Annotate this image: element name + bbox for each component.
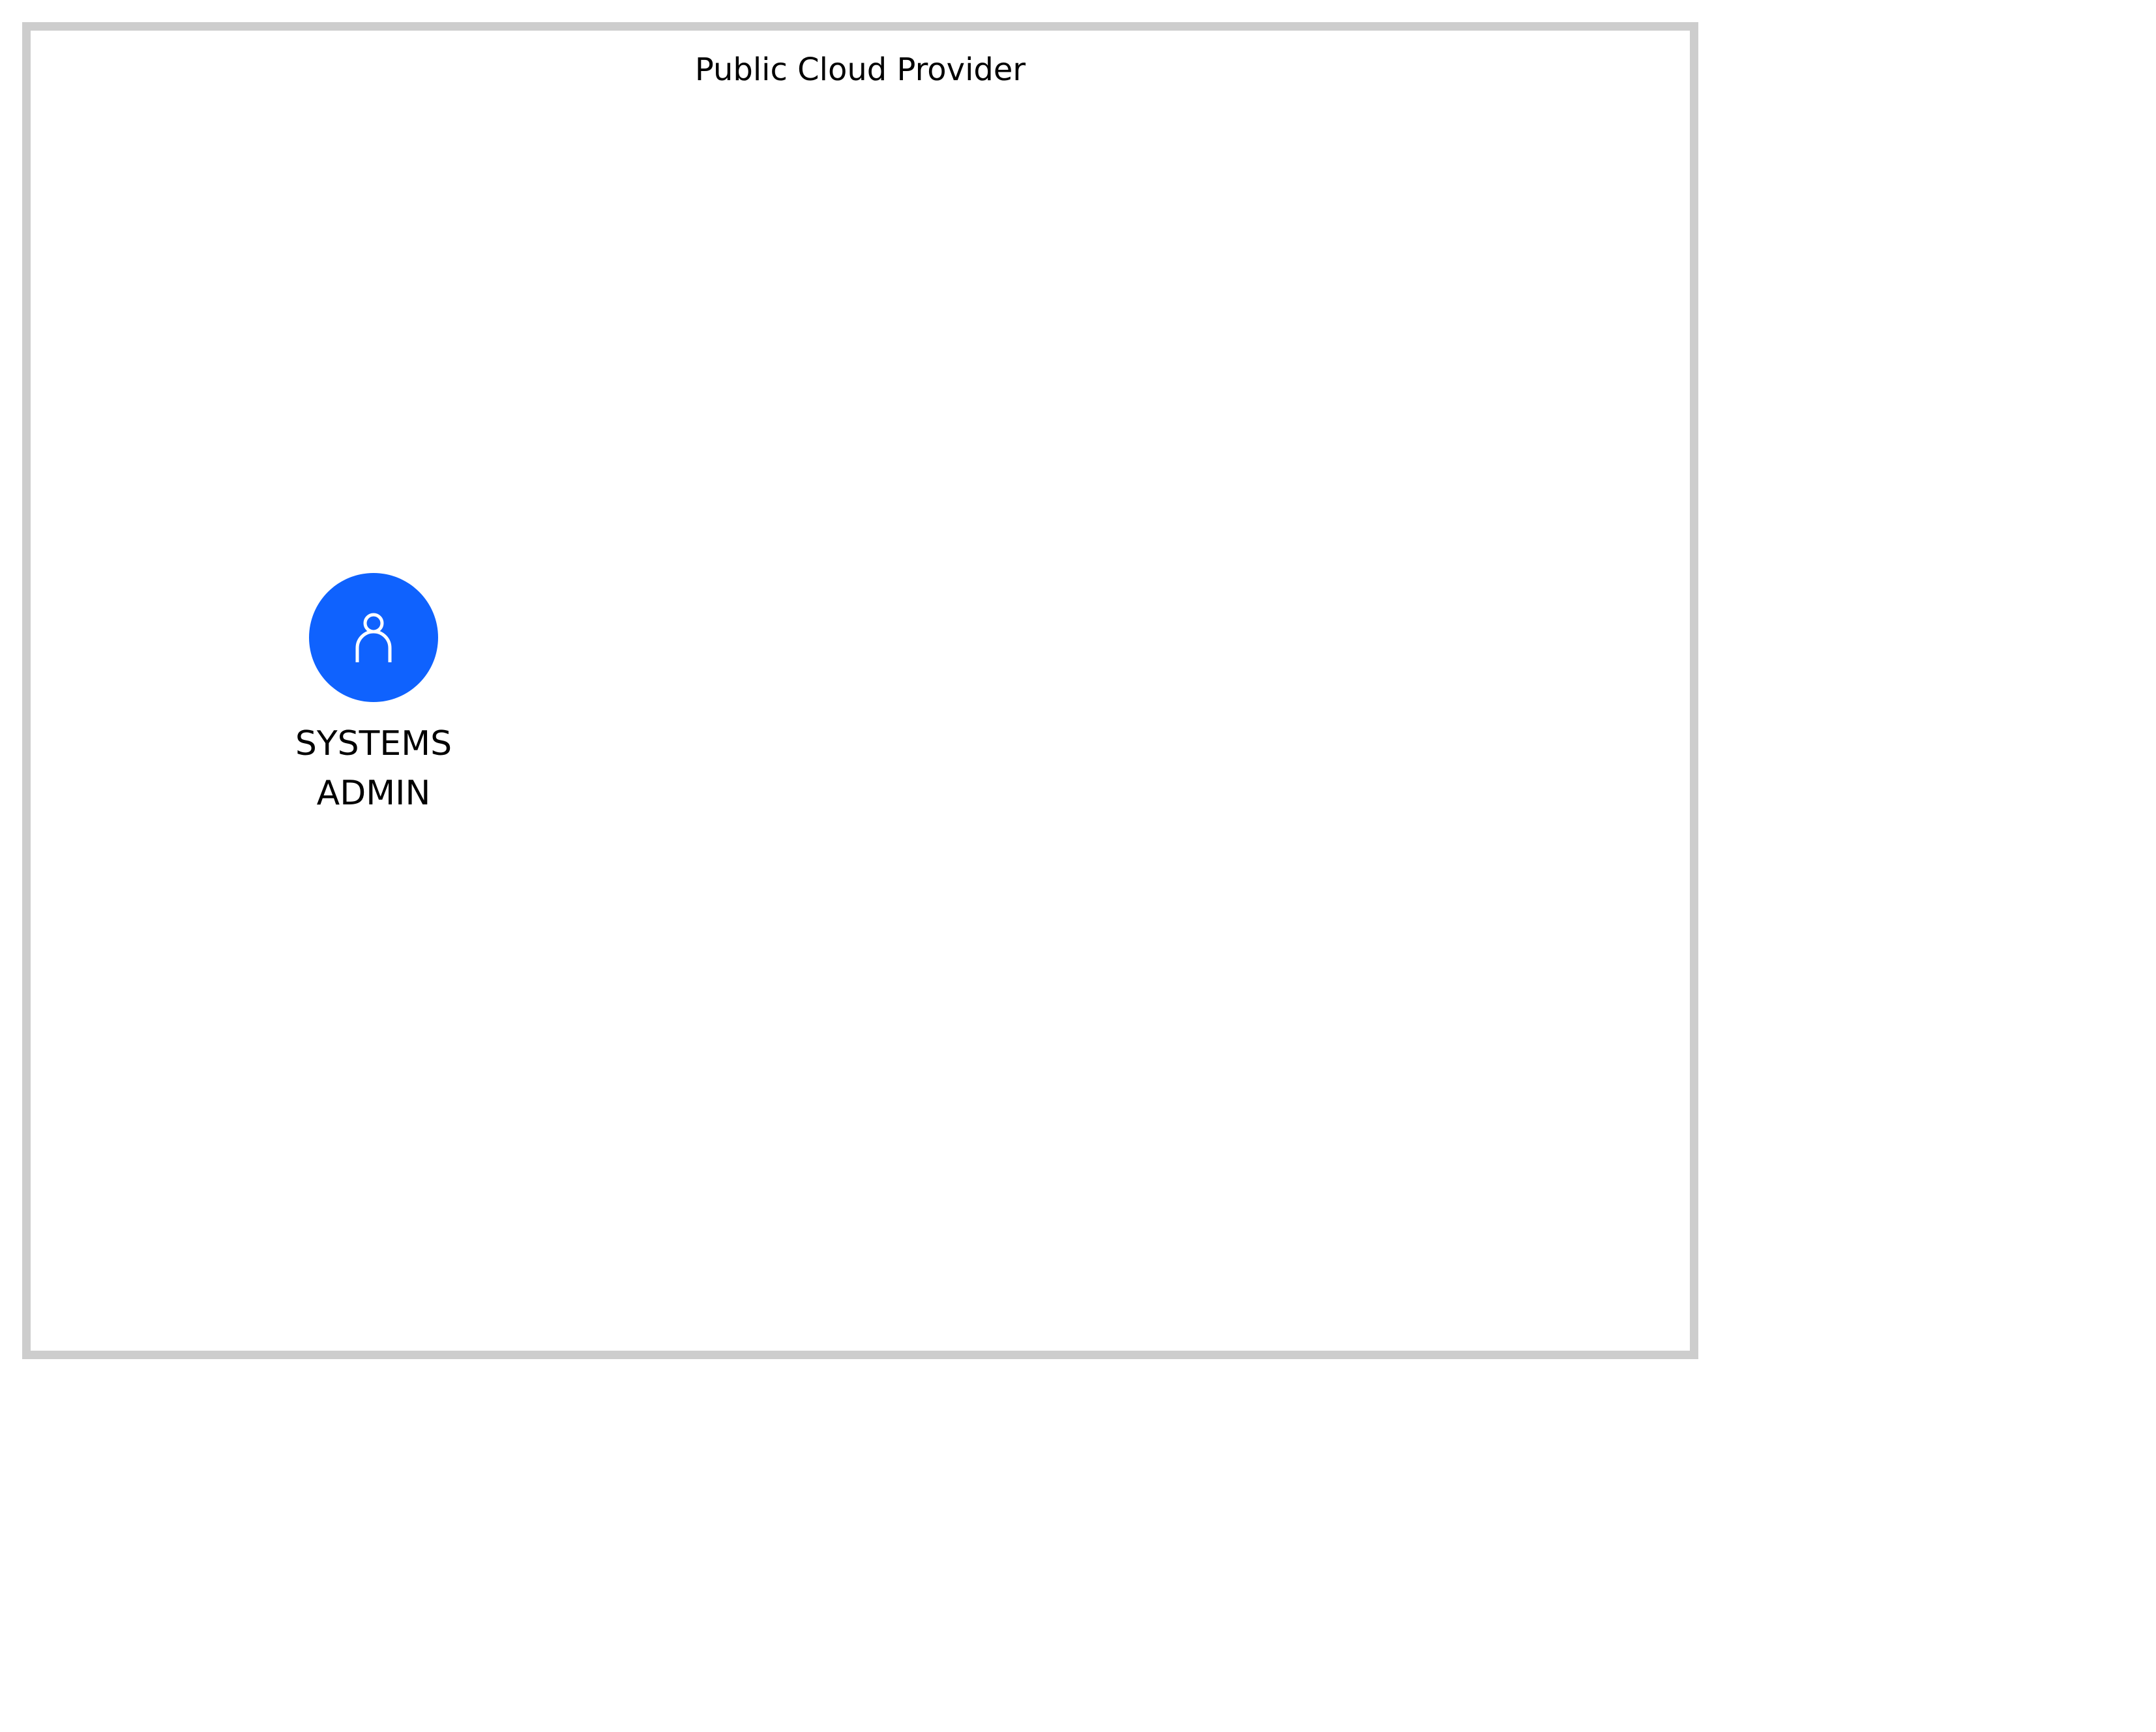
actor-circle	[309, 573, 438, 702]
public-cloud-provider-group: Public Cloud Provider SYSTEMS ADMIN	[22, 22, 1698, 1359]
systems-admin-label: SYSTEMS ADMIN	[295, 724, 452, 813]
systems-admin-node[interactable]: SYSTEMS ADMIN	[289, 573, 458, 818]
group-title: Public Cloud Provider	[694, 51, 1026, 88]
user-icon	[355, 613, 392, 662]
